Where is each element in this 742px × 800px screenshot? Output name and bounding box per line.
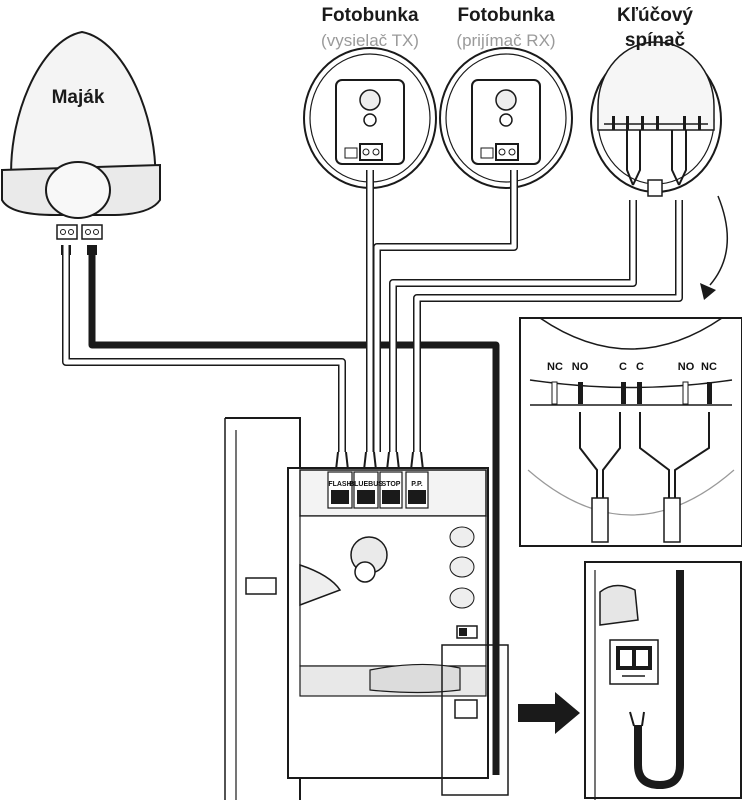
photocell-tx [303,47,437,189]
photocell-tx-title: Fotobunka [321,5,419,26]
terminal-bluebus: BLUEBUS [349,481,383,488]
control-unit: FLASH BLUEBUS STOP P.P. [224,417,509,800]
photocell-rx [439,47,573,189]
contact-c-left: C [619,361,627,373]
key-switch-title: Kľúčový [617,5,693,26]
beacon: Maják [1,30,161,240]
photocell-rx-title: Fotobunka [457,5,555,26]
terminal-stop: STOP [382,481,401,488]
terminal-flash: FLASH [328,481,351,488]
beacon-label: Maják [52,87,105,108]
key-switch-subtitle: spínač [625,30,686,51]
terminal-pp: P.P. [411,481,422,488]
inset-pointer-arrow [709,195,729,286]
key-switch-detail-inset: NC NO C C NO NC [519,317,742,547]
contact-nc-right: NC [701,361,717,373]
control-unit-detail-inset [584,561,742,800]
key-switch [590,41,722,197]
cables [61,130,687,775]
contact-nc-left: NC [547,361,563,373]
contact-no-left: NO [572,361,589,373]
contact-c-right: C [636,361,644,373]
photocell-rx-subtitle: (prijímač RX) [456,31,555,50]
photocell-tx-subtitle: (vysielač TX) [321,31,419,50]
zoom-arrow [518,692,580,734]
contact-no-right: NO [678,361,695,373]
